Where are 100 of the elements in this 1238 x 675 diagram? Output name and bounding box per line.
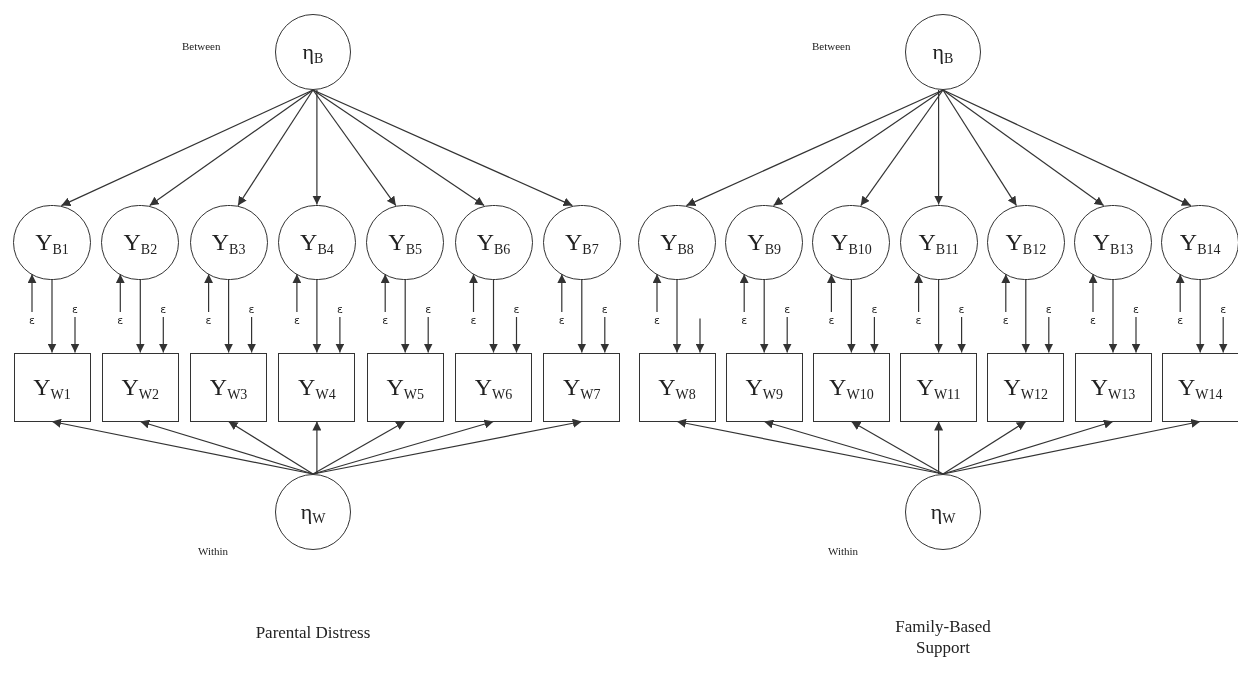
observed-variable-box — [543, 352, 621, 422]
error-term-label: ε — [246, 302, 257, 316]
arrow — [695, 317, 705, 354]
observed-variable-box — [987, 352, 1065, 422]
arrow — [685, 89, 944, 207]
variable-label: Y$_{W12}$ — [1003, 375, 1049, 399]
arrow — [850, 420, 944, 475]
arrow — [1218, 316, 1228, 354]
arrow — [1131, 316, 1141, 354]
arrow — [380, 273, 390, 313]
arrow — [237, 89, 314, 207]
arrow — [70, 316, 80, 354]
arrow — [1108, 278, 1118, 354]
arrow — [772, 89, 944, 207]
arrow — [135, 278, 145, 354]
arrow — [27, 273, 37, 313]
observed-variable-box — [900, 352, 978, 422]
observed-variable-box — [638, 352, 716, 422]
arrow — [860, 89, 944, 207]
variable-label: Y$_{B4}$ — [300, 230, 334, 254]
panel-caption: Family-Based Support — [894, 616, 992, 659]
arrow — [47, 278, 57, 354]
observed-variable-box — [366, 352, 444, 422]
variable-label: Y$_{W7}$ — [563, 375, 601, 399]
arrow — [652, 273, 662, 313]
error-term-label: ε — [556, 313, 567, 327]
observed-variable-box — [725, 352, 803, 422]
error-term-label: ε — [599, 302, 610, 316]
error-term-label: ε — [27, 313, 37, 327]
arrow — [312, 89, 322, 206]
arrow — [942, 420, 1027, 475]
variable-label: Y$_{W3}$ — [209, 375, 248, 399]
arrow — [942, 89, 1018, 207]
variable-label: η$_{B}$ — [302, 41, 324, 63]
observed-variable-box — [455, 352, 532, 422]
error-term-label: ε — [1218, 302, 1229, 316]
arrow — [158, 316, 168, 354]
level-label: Between — [812, 39, 851, 54]
variable-label: Y$_{W13}$ — [1090, 375, 1136, 399]
error-term-label: ε — [913, 313, 924, 327]
error-term-label: ε — [1088, 313, 1098, 327]
arrow — [1044, 316, 1054, 354]
error-term-label: ε — [291, 313, 302, 327]
arrow — [914, 273, 924, 313]
observed-variable-box — [278, 352, 356, 422]
arrow — [292, 273, 302, 313]
arrow — [469, 273, 478, 313]
error-term-label: ε — [826, 313, 837, 327]
variable-label: Y$_{W11}$ — [916, 375, 961, 399]
arrow — [312, 278, 322, 354]
arrow — [759, 278, 769, 354]
arrow — [600, 316, 610, 354]
observed-variable-box — [812, 352, 890, 422]
variable-label: Y$_{B6}$ — [476, 230, 511, 254]
variable-label: Y$_{B3}$ — [211, 230, 246, 254]
arrow — [934, 420, 944, 475]
observed-variable-box — [13, 352, 91, 422]
arrow — [204, 273, 214, 313]
arrow — [672, 278, 682, 354]
arrow — [149, 89, 314, 207]
arrow — [577, 278, 587, 354]
arrow — [934, 89, 944, 206]
observed-variable-box — [190, 352, 268, 422]
panel-caption: Parental Distress — [254, 622, 372, 644]
arrow — [423, 316, 433, 354]
variable-label: Y$_{W8}$ — [658, 375, 696, 399]
variable-label: Y$_{W1}$ — [33, 375, 71, 399]
error-term-label: ε — [334, 302, 345, 316]
variable-label: Y$_{W5}$ — [386, 375, 424, 399]
arrow — [942, 89, 1192, 207]
arrow — [400, 278, 410, 354]
variable-label: Y$_{B8}$ — [660, 230, 694, 254]
arrow — [826, 273, 836, 313]
arrow — [1001, 273, 1011, 313]
arrow — [1088, 273, 1098, 313]
error-term-label: ε — [1131, 302, 1141, 316]
arrow — [763, 419, 944, 475]
variable-label: Y$_{W14}$ — [1177, 375, 1223, 399]
error-term-label: ε — [70, 302, 80, 316]
error-term-label: ε — [203, 313, 214, 327]
observed-variable-box — [101, 352, 179, 422]
arrow — [934, 278, 944, 354]
arrow — [942, 418, 1201, 475]
error-term-label: ε — [468, 313, 479, 327]
arrow — [869, 316, 879, 354]
variable-label: Y$_{W10}$ — [829, 375, 874, 399]
arrow — [1021, 278, 1031, 354]
error-term-label: ε — [1043, 302, 1054, 316]
error-term-label: ε — [652, 313, 662, 327]
arrow — [512, 316, 521, 354]
variable-label: Y$_{B9}$ — [747, 230, 782, 254]
arrow — [846, 278, 856, 354]
error-term-label: ε — [511, 302, 522, 316]
variable-label: Y$_{B14}$ — [1179, 230, 1221, 254]
arrow — [782, 316, 792, 354]
arrow — [489, 278, 498, 354]
arrow — [139, 419, 314, 475]
variable-label: Y$_{W2}$ — [121, 375, 160, 399]
error-term-label: ε — [115, 313, 126, 327]
arrow — [739, 273, 749, 313]
